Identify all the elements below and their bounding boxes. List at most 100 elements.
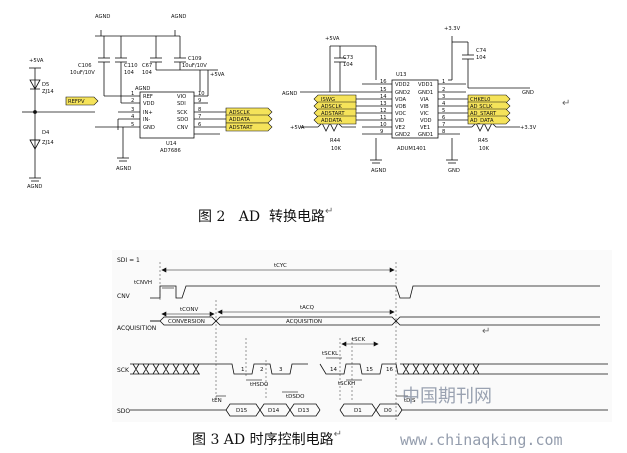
net-labels bbox=[65, 94, 511, 132]
timing-tdis: tDIS bbox=[404, 398, 416, 404]
label-d4: D4 bbox=[42, 130, 50, 136]
u14-num-2: 2 bbox=[131, 98, 134, 104]
label-u14-part: AD7686 bbox=[160, 148, 181, 154]
label-agnd-top-mid: AGND bbox=[171, 14, 186, 20]
sck-num-15: 15 bbox=[366, 367, 373, 373]
timing-tsck: tSCK bbox=[352, 337, 365, 343]
label-c67: C67 bbox=[142, 63, 152, 69]
u14-pin-ref: REF bbox=[143, 94, 153, 100]
schematic-text: AGND AGND +5VA D5 ZJ14 D4 ZJ14 AGND C106… bbox=[27, 14, 537, 190]
net-u14-data: ADDATA bbox=[229, 117, 250, 123]
u14-pin-inp: IN+ bbox=[143, 110, 153, 116]
net-u13-l4: ADDATA bbox=[321, 118, 342, 124]
label-c109-val: 10uF/10V bbox=[182, 63, 207, 69]
net-refp-label: REFPV bbox=[68, 99, 85, 105]
sck-num-3: 3 bbox=[279, 367, 283, 373]
label-d5: D5 bbox=[42, 82, 49, 88]
sck-num-1: 1 bbox=[241, 367, 245, 373]
u14-num-5: 5 bbox=[131, 122, 134, 128]
net-u14-sclk: ADSCLK bbox=[229, 110, 250, 116]
label-gnd-right: GND bbox=[522, 90, 534, 96]
u13-num-r7: 8 bbox=[442, 129, 445, 135]
u13-pin-l5: VID bbox=[395, 118, 404, 124]
u13-num-r5: 6 bbox=[442, 115, 445, 121]
u13-pin-l2: VOA bbox=[395, 97, 406, 103]
label-agnd-u13-bottom: AGND bbox=[371, 168, 386, 174]
label-c73: C73 bbox=[343, 55, 353, 61]
label-d4-part: ZJ14 bbox=[42, 140, 54, 146]
timing-label-sdo: SDO bbox=[117, 408, 130, 415]
timing-tconv: tCONV bbox=[180, 307, 198, 313]
u14-num-8: 8 bbox=[198, 107, 201, 113]
figure-2-title: 转换电路 bbox=[268, 209, 325, 225]
figure-2-ad: AD bbox=[238, 209, 261, 225]
capacitor-c67 bbox=[150, 36, 162, 70]
u13-num-r3: 4 bbox=[442, 101, 446, 107]
timing-label-cnv: CNV bbox=[117, 293, 131, 300]
u14-pin-sdo: SDO bbox=[177, 117, 188, 123]
label-p5va-u14: +5VA bbox=[210, 72, 225, 78]
label-c110: C110 bbox=[124, 63, 138, 69]
label-agnd-u14: AGND bbox=[135, 86, 150, 92]
label-c74-val: 104 bbox=[476, 55, 487, 61]
u13-pin-l3: VOB bbox=[395, 104, 407, 110]
figure-2-number: 图 2 bbox=[198, 209, 226, 225]
u13-num-l2: 14 bbox=[380, 94, 387, 100]
u13-num-l7: 9 bbox=[380, 129, 383, 135]
u13-pin-r4: VIC bbox=[420, 111, 429, 117]
u14-num-10: 10 bbox=[198, 91, 205, 97]
diode-d5-symbol bbox=[29, 79, 41, 90]
net-flag-u14-sclk bbox=[225, 107, 273, 117]
u14-num-7: 7 bbox=[198, 114, 201, 120]
u13-pin-l1: GND2 bbox=[395, 90, 410, 96]
u13-pin-r0: VDD1 bbox=[418, 82, 433, 88]
sdo-bit-d13: D13 bbox=[298, 408, 310, 414]
label-d5-part: ZJ14 bbox=[42, 89, 54, 95]
left-diode-column bbox=[22, 67, 95, 182]
net-u13-r1: CHKEL0 bbox=[470, 97, 490, 103]
u13-num-r1: 2 bbox=[442, 87, 445, 93]
label-agnd-u13: AGND bbox=[282, 91, 297, 97]
label-c106-val: 10uF/10V bbox=[70, 70, 95, 76]
label-gnd-u13-bottom: GND bbox=[448, 168, 460, 174]
label-r45: R45 bbox=[478, 138, 488, 144]
u13-pin-l7: GND2 bbox=[395, 132, 410, 138]
capacitor-c109 bbox=[174, 36, 186, 70]
u13-num-r0: 1 bbox=[442, 79, 445, 85]
label-p5va-u13: +5VA bbox=[325, 36, 340, 42]
acq-bus-bottom bbox=[150, 320, 600, 326]
net-flag-u14-start bbox=[225, 122, 273, 132]
net-flag-u13-r3 bbox=[467, 108, 511, 118]
u13-pin-l4: VOC bbox=[395, 111, 407, 117]
label-c110-val: 104 bbox=[124, 70, 135, 76]
figure-3-caption: 图 3 AD 时序控制电路↵ bbox=[192, 429, 342, 449]
net-u13-l2: ADSCLK bbox=[321, 104, 342, 110]
timing-diagram: SDI = 1 CNV ACQUISITION SCK SDO CONVERSI… bbox=[112, 250, 612, 422]
label-agnd-bottom-left: AGND bbox=[27, 184, 42, 190]
u14-chip-body bbox=[139, 91, 195, 139]
capacitor-c106 bbox=[98, 36, 110, 96]
net-flag-u13-r2 bbox=[467, 101, 511, 111]
u14-pin-sck: SCK bbox=[177, 110, 188, 116]
net-u13-r3: AD_START bbox=[470, 111, 497, 117]
timing-tdsdo: tDSDO bbox=[286, 394, 305, 400]
sck-num-16: 16 bbox=[386, 367, 393, 373]
u13-num-l3: 13 bbox=[380, 101, 387, 107]
label-r44: R44 bbox=[330, 138, 341, 144]
label-p3v3-right: +3.3V bbox=[520, 125, 537, 131]
u13-num-r4: 5 bbox=[442, 108, 445, 114]
u13-chip-body bbox=[391, 79, 439, 139]
u13-num-r6: 7 bbox=[442, 122, 445, 128]
u14-num-4: 4 bbox=[131, 114, 135, 120]
acq-bus-top bbox=[150, 316, 600, 322]
sdo-bit-d0: D0 bbox=[384, 408, 392, 414]
watermark-url: www.chinaqking.com bbox=[400, 431, 563, 449]
sdo-bit-d15: D15 bbox=[236, 408, 248, 414]
timing-tacq: tACQ bbox=[300, 305, 315, 311]
label-r44-val: 10K bbox=[331, 146, 342, 152]
label-r45-val: 10K bbox=[479, 146, 490, 152]
label-p5va-left: +5VA bbox=[29, 58, 44, 64]
timing-ten: tEN bbox=[212, 398, 222, 404]
net-flag-u13-r4 bbox=[467, 115, 511, 125]
u13-num-l1: 15 bbox=[380, 87, 387, 93]
